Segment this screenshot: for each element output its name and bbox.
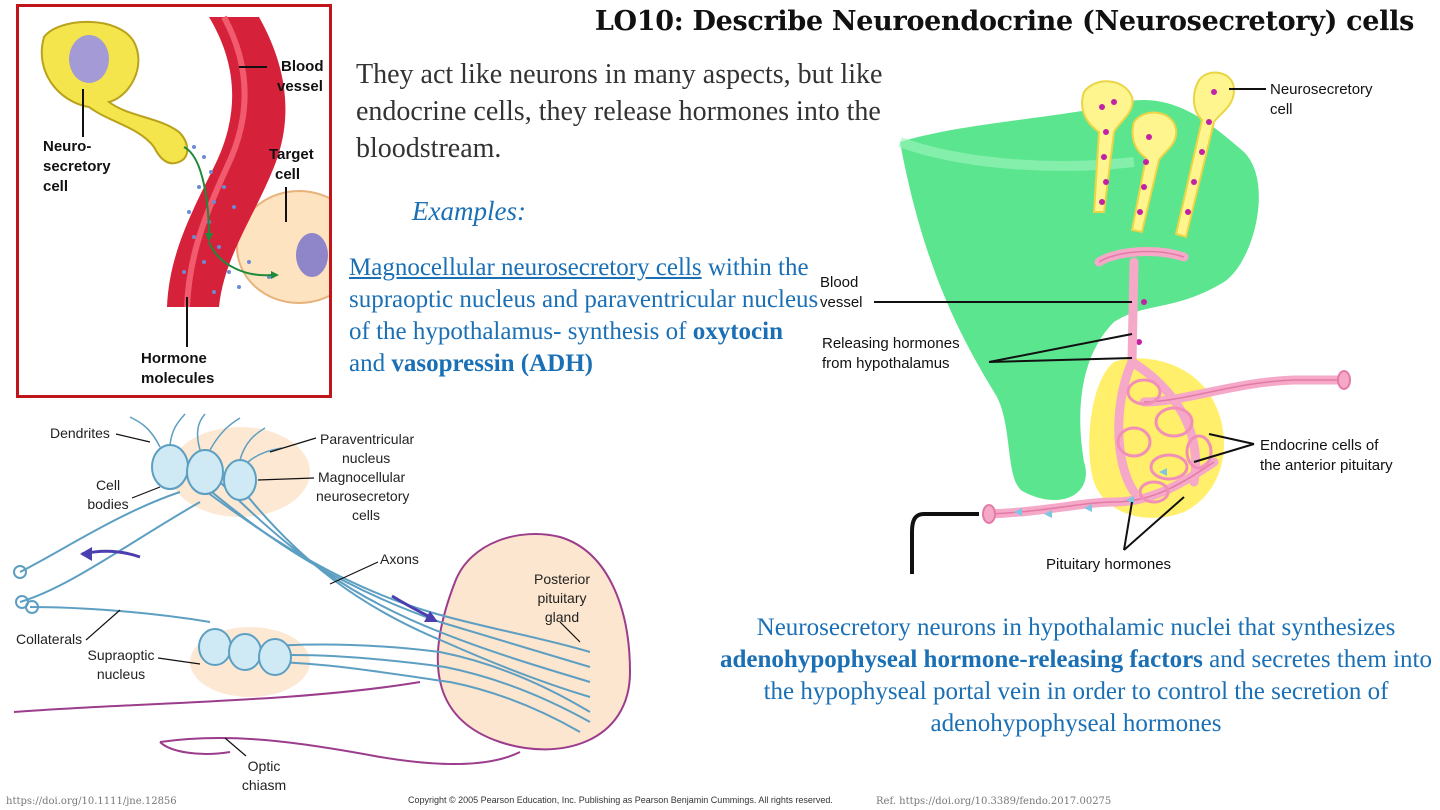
label-neurosecretory-2: cell: [1270, 101, 1293, 118]
label-endocrine-1: Endocrine cells of: [1260, 437, 1379, 454]
label-blood-vessel-1: Blood: [820, 274, 858, 291]
parvocellular-text-1: Neurosecretory neurons in hypothalamic n…: [756, 614, 1396, 641]
magnocellular-pathway-figure: Dendrites Cell bodies Paraventricular nu…: [13, 413, 632, 793]
vessel-end-right: [1337, 370, 1351, 390]
label-collaterals: Collaterals: [16, 631, 82, 647]
slide-title: LO10: Describe Neuroendocrine (Neurosecr…: [594, 6, 1414, 37]
releasing-leader-2: [988, 357, 1133, 363]
label-paraventricular-1: Paraventricular: [320, 431, 414, 447]
label-optic-2: chiasm: [242, 777, 286, 793]
hypothalamus-shape: [900, 100, 1259, 501]
label-magno-3: cells: [352, 507, 380, 523]
label-hormone-1: Hormone: [141, 350, 207, 367]
hormone-dots: [182, 145, 271, 294]
label-posterior-3: gland: [545, 609, 579, 625]
label-optic-1: Optic: [248, 758, 281, 774]
optic-chiasm-outline: [159, 736, 521, 765]
label-blood-vessel-2: vessel: [820, 294, 863, 311]
label-releasing-2: from hypothalamus: [822, 355, 950, 372]
cell-bodies: [151, 444, 292, 676]
label-target-1: Target: [269, 146, 314, 163]
hormone-flow-arrow-1: [183, 146, 210, 238]
oxytocin-bold: oxytocin: [692, 318, 783, 345]
vessel-end-left: [982, 504, 996, 524]
collaterals-leader: [85, 609, 121, 641]
stalk-lower-outline: [13, 681, 421, 713]
label-magno-1: Magnocellular: [318, 469, 405, 485]
reference-left[interactable]: https://doi.org/10.1111/jne.12856: [6, 796, 177, 807]
retrograde-arrowhead: [80, 547, 92, 561]
endocrine-cell-lattice: [1116, 378, 1213, 504]
label-posterior-1: Posterior: [534, 571, 590, 587]
vasopressin-bold: vasopressin (ADH): [391, 350, 593, 377]
label-target-2: cell: [275, 166, 300, 183]
label-releasing-1: Releasing hormones: [822, 335, 960, 352]
pituitary-leader-1: [1123, 501, 1133, 551]
label-axons: Axons: [380, 551, 419, 567]
blood-vessel-highlight: [184, 15, 248, 308]
magnocellular-paragraph: Magnocellular neurosecretory cells withi…: [349, 252, 819, 380]
supraoptic-leader: [157, 657, 201, 665]
axons-leader: [329, 561, 379, 585]
magnocellular-text-2: and: [349, 350, 392, 377]
intro-text: They act like neurons in many aspects, b…: [356, 59, 883, 164]
magnocellular-leader: [257, 477, 315, 481]
neurosecretory-cell-illustration: Blood vessel Neuro- secretory cell Targe…: [40, 15, 362, 387]
pituitary-hormone-markers: [1014, 468, 1167, 518]
label-endocrine-2: the anterior pituitary: [1260, 457, 1393, 474]
label-neurosecretory-1: Neurosecretory: [1270, 81, 1373, 98]
parvocellular-paragraph: Neurosecretory neurons in hypothalamic n…: [712, 612, 1440, 740]
collateral-branches: [13, 491, 211, 623]
copyright-notice: Copyright © 2005 Pearson Education, Inc.…: [408, 795, 833, 805]
pituitary-leader-2: [1123, 496, 1185, 551]
label-dendrites: Dendrites: [50, 425, 110, 441]
hormone-flow-arrow-2: [208, 241, 272, 277]
label-magno-2: neurosecretory: [316, 488, 409, 504]
magnocellular-text-1: within the supraoptic nucleus and parave…: [349, 254, 819, 345]
label-neuro-2: secretory: [43, 158, 111, 175]
cell-bodies-leader: [131, 486, 161, 499]
arrowhead-1: [271, 271, 279, 279]
neurosecretory-cell-figure: Blood vessel Neuro- secretory cell Targe…: [16, 4, 362, 398]
neurosecretory-cells: [1081, 71, 1236, 239]
examples-label: Examples:: [412, 196, 526, 226]
releasing-factors-bold: adenohypophyseal hormone-releasing facto…: [720, 646, 1203, 673]
target-cell-nucleus: [296, 233, 328, 277]
label-blood-1: Blood: [281, 58, 324, 75]
label-pituitary-hormones: Pituitary hormones: [1046, 556, 1171, 573]
releasing-leader-1: [988, 333, 1133, 363]
label-posterior-2: pituitary: [537, 590, 586, 606]
endocrine-leader-2: [1193, 443, 1255, 463]
dendrites-leader: [115, 433, 151, 443]
parvocellular-text-2: and secretes them into the hypophyseal p…: [763, 646, 1432, 737]
pituitary-portal-figure: Neurosecretory cell Blood vessel Releasi…: [820, 71, 1393, 574]
posterior-leader: [559, 621, 581, 643]
reference-right[interactable]: Ref. https://doi.org/10.3389/fendo.2017.…: [876, 796, 1112, 807]
label-hormone-2: molecules: [141, 370, 214, 387]
label-paraventricular-2: nucleus: [342, 450, 390, 466]
label-supraoptic-2: nucleus: [97, 666, 145, 682]
label-neuro-3: cell: [43, 178, 68, 195]
label-neuro-1: Neuro-: [43, 138, 91, 155]
anterograde-arrowhead: [424, 611, 438, 622]
label-supraoptic-1: Supraoptic: [88, 647, 155, 663]
paraventricular-leader: [269, 437, 317, 453]
portal-vessel-outline: [988, 250, 1344, 515]
optic-chiasm-curve: [159, 741, 231, 755]
black-cable-line: [910, 512, 979, 574]
magnocellular-link[interactable]: Magnocellular neurosecretory cells: [349, 254, 702, 281]
optic-leader: [224, 737, 247, 757]
label-cell-1: Cell: [96, 477, 120, 493]
arrowhead-2: [205, 233, 213, 242]
endocrine-leader-1: [1208, 433, 1255, 445]
label-blood-2: vessel: [277, 78, 323, 95]
neurosecretory-cell-nucleus: [69, 35, 109, 83]
label-cell-2: bodies: [87, 496, 128, 512]
